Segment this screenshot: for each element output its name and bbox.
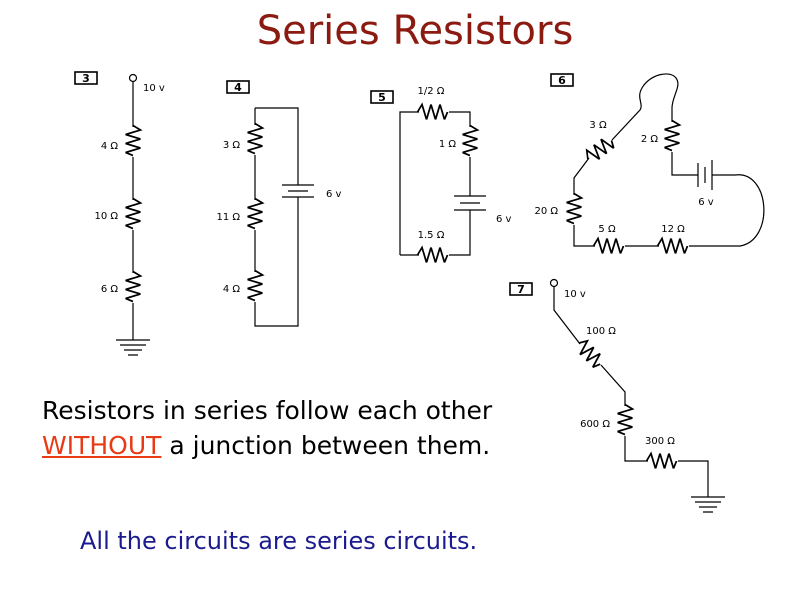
resistor-label: 3 Ω — [223, 140, 241, 151]
battery-symbol — [454, 182, 486, 212]
circuit-number-box — [509, 282, 533, 296]
footer-statement: All the circuits are series circuits. — [80, 527, 478, 555]
wire — [449, 111, 471, 127]
circuit-3: 3 10 v 4 Ω 10 Ω 6 Ω — [74, 71, 165, 356]
wire — [624, 436, 648, 462]
wire — [600, 364, 626, 406]
resistor-label: 4 Ω — [223, 284, 241, 295]
circuit-7: 7 10 v 100 Ω 600 Ω 300 Ω — [509, 278, 725, 513]
definition-line-2: a junction between them. — [161, 431, 491, 460]
resistor — [461, 124, 479, 157]
circuit-number: 5 — [378, 91, 386, 104]
wire — [689, 174, 765, 247]
circuit-number-box — [74, 71, 98, 85]
circuit-number: 4 — [234, 81, 242, 94]
circuit-number: 7 — [517, 283, 525, 296]
ground-symbol — [691, 496, 725, 513]
wire — [553, 286, 581, 345]
resistor — [124, 197, 142, 230]
battery-voltage-label: 6 v — [326, 189, 342, 200]
battery-symbol — [282, 184, 314, 198]
voltage-source-terminal — [549, 278, 559, 288]
resistor — [616, 403, 634, 436]
wire — [449, 212, 471, 256]
wire — [611, 73, 679, 141]
resistor — [416, 246, 449, 264]
resistor-label: 1/2 Ω — [418, 86, 445, 97]
ground-symbol — [116, 339, 150, 356]
resistor — [656, 237, 689, 255]
resistor-label: 300 Ω — [645, 436, 675, 447]
resistor-label: 10 Ω — [94, 211, 118, 222]
series-definition-text: Resistors in series follow each other WI… — [42, 393, 492, 463]
slide-title: Series Resistors — [256, 8, 574, 54]
resistor-label: 12 Ω — [661, 224, 685, 235]
resistor — [592, 237, 625, 255]
circuit-4: 4 3 Ω 11 Ω 4 Ω 6 v — [216, 80, 342, 327]
resistor-label: 4 Ω — [101, 141, 119, 152]
battery-voltage-label: 6 v — [496, 214, 512, 225]
circuit-number-box — [370, 90, 394, 104]
resistor-label: 1 Ω — [439, 139, 457, 150]
resistor-label: 600 Ω — [580, 419, 610, 430]
resistor — [246, 197, 264, 230]
resistor — [645, 452, 678, 470]
resistor — [246, 269, 264, 302]
resistor-label: 3 Ω — [589, 120, 607, 131]
resistor — [416, 103, 449, 121]
resistor-label: 100 Ω — [586, 326, 616, 337]
circuit-number-box — [550, 73, 574, 87]
wire — [573, 225, 595, 247]
resistor-label: 5 Ω — [598, 224, 616, 235]
voltage-source-terminal — [128, 73, 138, 83]
wire — [678, 460, 709, 497]
resistor-label: 11 Ω — [216, 212, 240, 223]
circuit-number: 6 — [558, 74, 566, 87]
circuit-6: 6 3 Ω 2 Ω 6 v 12 Ω 5 Ω 20 Ω — [534, 73, 765, 255]
resistor-label: 1.5 Ω — [418, 230, 445, 241]
resistor — [582, 133, 617, 166]
resistor-label: 20 Ω — [534, 206, 558, 217]
resistor — [124, 270, 142, 303]
resistor-label: 6 Ω — [101, 284, 119, 295]
definition-line-1: Resistors in series follow each other — [42, 396, 493, 425]
battery-symbol — [697, 160, 713, 190]
circuit-5: 5 1/2 Ω 1 Ω 1.5 Ω 6 v — [370, 86, 512, 264]
battery-voltage-label: 6 v — [698, 197, 714, 208]
emphasis-word: WITHOUT — [42, 431, 162, 460]
circuit-number-box — [226, 80, 250, 94]
source-voltage-label: 10 v — [143, 83, 165, 94]
resistor-label: 2 Ω — [641, 134, 659, 145]
resistor — [246, 122, 264, 155]
wire — [671, 152, 698, 176]
wire — [573, 157, 590, 195]
wire — [254, 197, 299, 327]
source-voltage-label: 10 v — [564, 289, 586, 300]
wire — [255, 107, 299, 185]
resistor — [565, 192, 583, 225]
resistor — [124, 124, 142, 157]
resistor — [663, 119, 681, 152]
circuit-number: 3 — [82, 72, 90, 85]
wire — [399, 111, 419, 255]
